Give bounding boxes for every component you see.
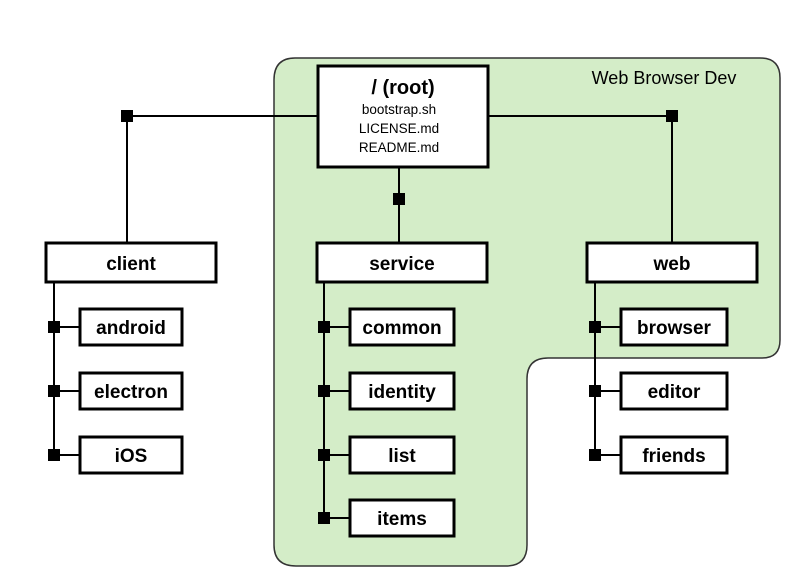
folder-label: service xyxy=(369,254,435,275)
root-file: README.md xyxy=(359,140,439,155)
client-folder: client xyxy=(44,241,218,284)
service-folder: service xyxy=(315,241,489,284)
svg-text:items: items xyxy=(377,509,427,530)
svg-text:android: android xyxy=(96,318,166,339)
folder-label: client xyxy=(106,254,156,275)
service-tree-lines xyxy=(318,282,350,524)
connector-node xyxy=(121,110,133,122)
root-file: bootstrap.sh xyxy=(362,102,436,117)
web-tree-lines xyxy=(589,282,621,461)
connector-node xyxy=(666,110,678,122)
connector-node xyxy=(393,193,405,205)
client-child-folder: iOS xyxy=(78,435,184,475)
svg-text:friends: friends xyxy=(642,446,705,467)
web-folder: web xyxy=(585,241,759,284)
service-child-folder: common xyxy=(348,307,456,347)
svg-text:iOS: iOS xyxy=(115,446,148,467)
svg-text:common: common xyxy=(362,318,441,339)
svg-text:editor: editor xyxy=(648,382,701,403)
web-child-folder: browser xyxy=(619,307,729,347)
svg-text:browser: browser xyxy=(637,318,712,339)
client-tree-lines xyxy=(48,282,80,461)
service-child-folder: list xyxy=(348,435,456,475)
svg-text:electron: electron xyxy=(94,382,168,403)
root-folder: / (root) bootstrap.sh LICENSE.md README.… xyxy=(316,64,490,169)
service-child-folder: identity xyxy=(348,371,456,411)
root-file: LICENSE.md xyxy=(359,121,439,136)
svg-text:identity: identity xyxy=(368,382,436,403)
client-child-folder: android xyxy=(78,307,184,347)
region-label: Web Browser Dev xyxy=(592,68,737,88)
web-child-folder: friends xyxy=(619,435,729,475)
client-child-folder: electron xyxy=(78,371,184,411)
svg-text:list: list xyxy=(388,446,416,467)
root-connectors xyxy=(121,110,678,248)
web-child-folder: editor xyxy=(619,371,729,411)
root-title: / (root) xyxy=(371,77,434,99)
service-child-folder: items xyxy=(348,498,456,538)
folder-label: web xyxy=(653,254,691,275)
